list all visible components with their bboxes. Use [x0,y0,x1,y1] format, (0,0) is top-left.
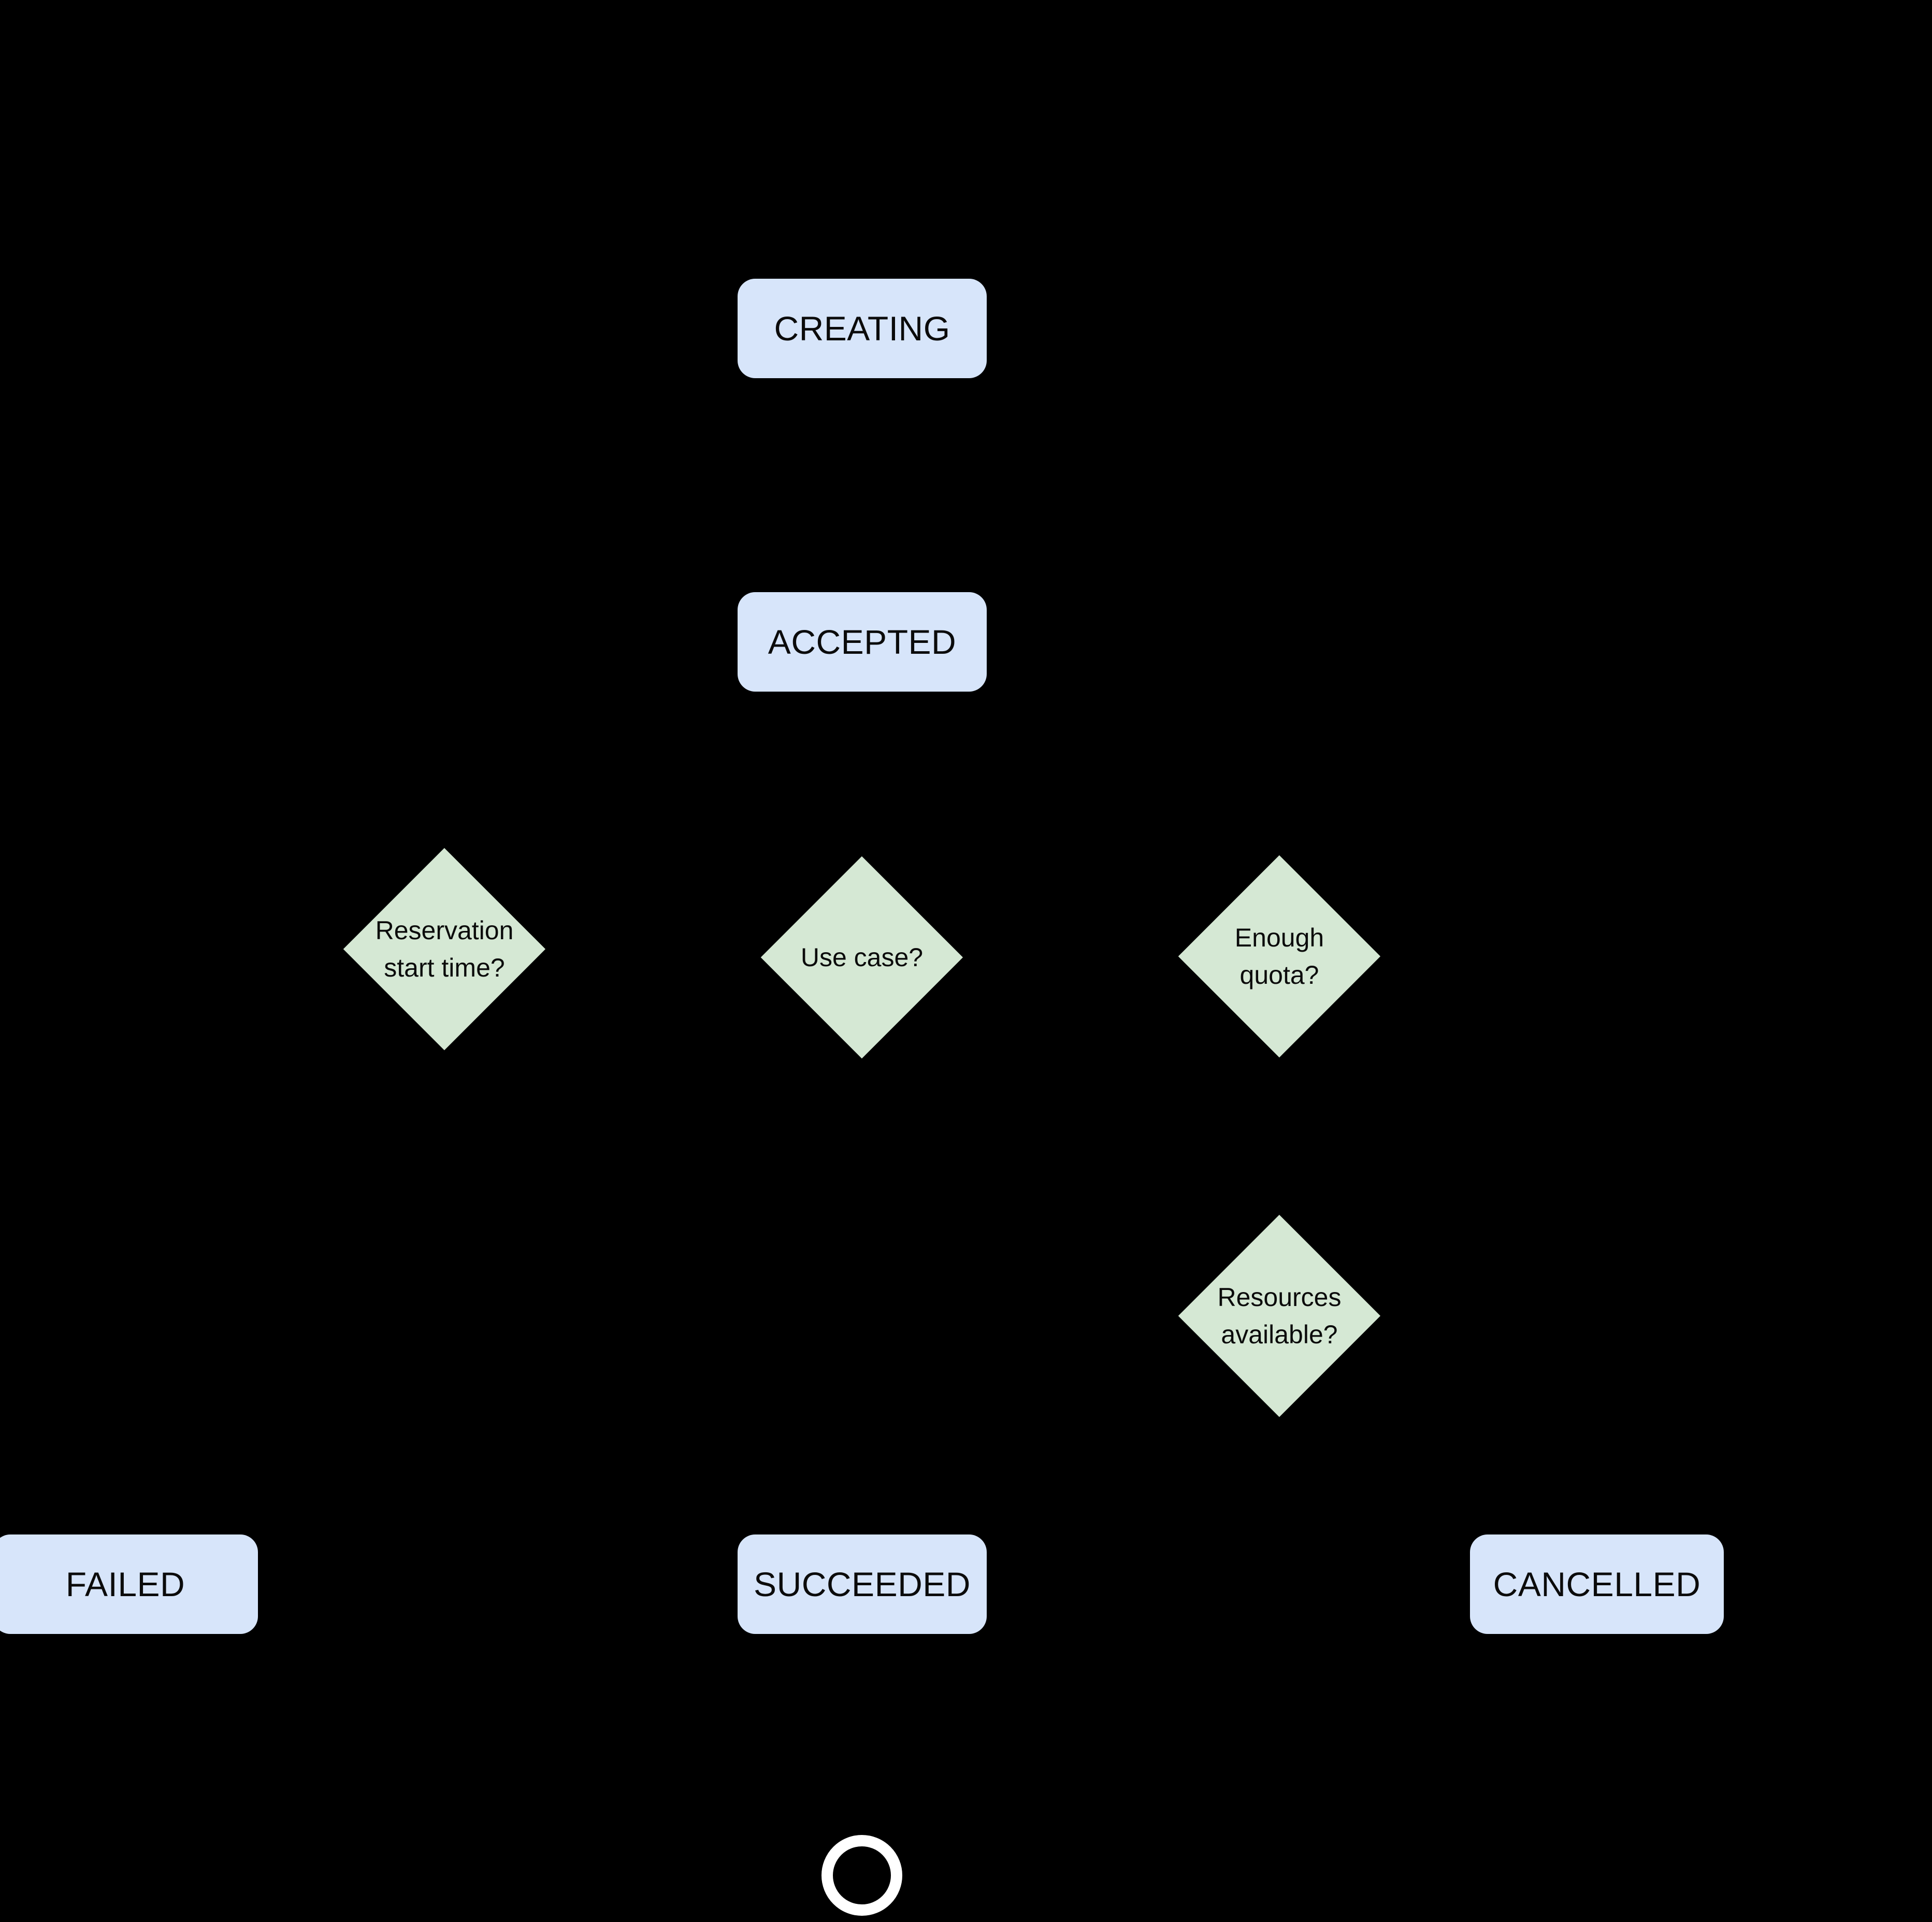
state-node-creating[interactable]: CREATING [738,279,987,378]
decision-node-enough-quota[interactable]: Enough quota? [1178,855,1380,1057]
decision-node-use-case[interactable]: Use case? [760,856,963,1058]
state-label: FAILED [65,1565,185,1603]
state-node-succeeded[interactable]: SUCCEEDED [738,1534,987,1634]
state-node-cancelled[interactable]: CANCELLED [1470,1534,1724,1634]
decision-label: Reservation start time? [375,915,514,983]
state-node-failed[interactable]: FAILED [0,1534,258,1634]
decision-label: Resources available? [1217,1282,1342,1350]
decision-label: Enough quota? [1234,923,1324,990]
decision-node-resources-available[interactable]: Resources available? [1178,1214,1380,1417]
end-node-circle[interactable] [821,1835,902,1916]
decision-label: Use case? [800,942,924,972]
state-label: CREATING [774,309,950,348]
state-label: SUCCEEDED [754,1565,971,1603]
state-label: CANCELLED [1493,1565,1701,1603]
decision-node-reservation-start-time[interactable]: Reservation start time? [343,848,545,1050]
state-label: ACCEPTED [768,622,957,661]
state-node-accepted[interactable]: ACCEPTED [738,592,987,692]
